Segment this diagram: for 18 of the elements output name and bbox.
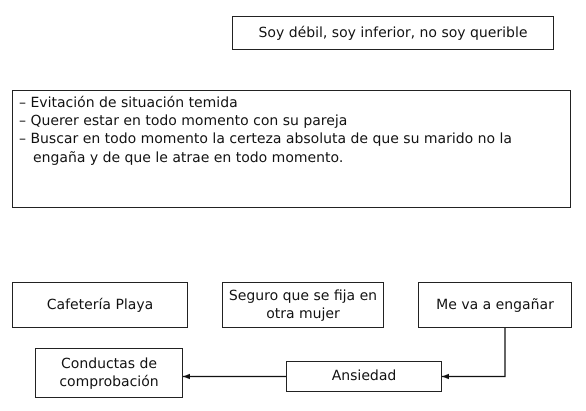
process-box <box>222 282 384 328</box>
arrow <box>183 374 286 380</box>
process-box <box>418 282 572 328</box>
node-text: Me va a engañar <box>436 296 554 314</box>
process-box <box>12 282 188 328</box>
node-text: Seguro que se fija en otra mujer <box>228 286 378 324</box>
list-item: – Querer estar en todo momento con su pareja <box>19 112 348 130</box>
node-text: Conductas de comprobación <box>58 354 160 392</box>
belief-box <box>232 16 554 50</box>
node-text: Cafetería Playa <box>46 296 154 314</box>
node-text: Ansiedad <box>332 367 396 386</box>
process-box <box>286 361 442 392</box>
node-text: Soy débil, soy inferior, no soy querible <box>258 24 528 42</box>
arrow <box>442 328 506 380</box>
process-box <box>35 348 183 398</box>
behavior-list-box <box>12 90 571 208</box>
list-item: – Evitación de situación temida <box>19 94 238 112</box>
list-item: – Buscar en todo momento la certeza absoluta de que su marido no la engaña y de que le atrae en todo momento. <box>19 130 514 167</box>
